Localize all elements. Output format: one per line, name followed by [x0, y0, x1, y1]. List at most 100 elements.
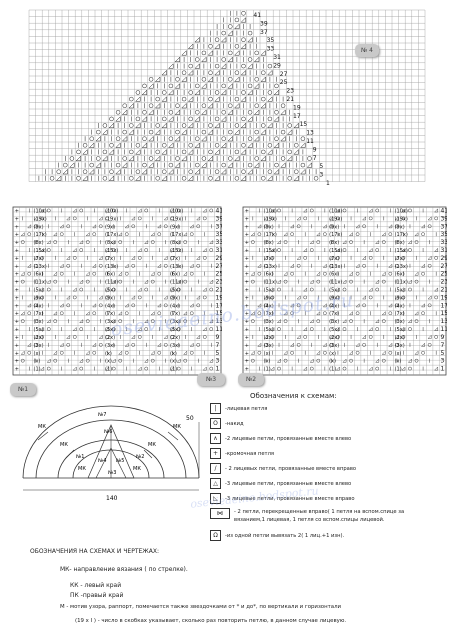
- yarn-over-mark: [131, 263, 136, 268]
- yarn-over-mark: [342, 208, 347, 213]
- repeat-label: (15x): [170, 248, 183, 254]
- repeat-label: (19x): [264, 216, 277, 222]
- decrease-mark: [329, 255, 334, 260]
- decrease-mark: [401, 208, 406, 213]
- decrease-mark: [154, 129, 161, 135]
- decrease-mark: [316, 350, 321, 355]
- mid-row-number: 39: [216, 215, 223, 222]
- k3tog-right-icon: ◺: [210, 493, 221, 504]
- decrease-mark: [233, 155, 240, 162]
- decrease-mark: [286, 155, 293, 162]
- repeat-label: (6x): [34, 272, 44, 278]
- edge-mark: +: [15, 311, 19, 317]
- decrease-mark: [296, 255, 301, 260]
- yarn-over-mark: [250, 240, 255, 244]
- decrease-mark: [79, 279, 84, 284]
- decrease-mark: [202, 326, 207, 331]
- decrease-mark: [209, 240, 214, 244]
- decrease-mark: [131, 255, 136, 260]
- decrease-mark: [183, 311, 188, 316]
- yarn-over-mark: [414, 358, 419, 363]
- repeat-label: (17x): [105, 232, 118, 238]
- yarn-over-mark: [102, 123, 108, 128]
- decrease-mark: [394, 334, 399, 339]
- yarn-over-mark: [118, 319, 123, 323]
- decrease-mark: [329, 295, 334, 300]
- decrease-mark: [434, 287, 438, 292]
- decrease-mark: [253, 135, 260, 142]
- decrease-mark: [253, 109, 260, 115]
- yarn-over-mark: [189, 271, 194, 276]
- repeat-label: (4x): [395, 303, 405, 309]
- decrease-mark: [27, 342, 32, 347]
- edge-mark: +: [15, 232, 19, 238]
- decrease-mark: [280, 135, 286, 142]
- yarn-over-mark: [183, 279, 188, 284]
- decrease-mark: [161, 69, 167, 76]
- badge-n1: №1: [10, 383, 36, 396]
- decrease-mark: [53, 232, 58, 236]
- repeat-label: (8x): [264, 240, 274, 246]
- repeat-label: (17x): [395, 232, 408, 238]
- decrease-mark: [82, 175, 88, 181]
- decrease-mark: [181, 129, 187, 135]
- yarn-over-mark: [157, 232, 162, 237]
- repeat-label: (3x): [329, 343, 339, 349]
- decrease-mark: [247, 168, 253, 175]
- yarn-over-mark: [395, 224, 399, 229]
- repeat-label: (10x): [105, 208, 118, 214]
- yarn-over-mark: [163, 224, 168, 229]
- repeat-label: (10x): [264, 208, 277, 214]
- decrease-mark: [20, 232, 25, 236]
- repeat-label: (x): [329, 351, 336, 357]
- decrease-mark: [121, 135, 128, 142]
- yarn-over-mark: [157, 311, 162, 316]
- diagram-label-n2: №2: [136, 454, 144, 460]
- yarn-over-mark: [221, 57, 226, 62]
- decrease-mark: [124, 303, 129, 308]
- decrease-mark: [124, 263, 129, 268]
- decrease-mark: [299, 142, 306, 148]
- decrease-mark: [420, 224, 425, 229]
- yarn-over-mark: [124, 350, 129, 355]
- decrease-mark: [194, 115, 200, 122]
- yarn-over-mark: [280, 129, 286, 135]
- yarn-over-mark: [274, 110, 279, 115]
- edge-mark: +: [245, 319, 249, 325]
- legend-row-knit: |-лицевая петля: [210, 403, 267, 414]
- yarn-over-mark: [375, 327, 380, 331]
- repeat-label: (4x): [329, 303, 339, 309]
- decrease-mark: [101, 129, 108, 135]
- repeat-label: (7x): [395, 311, 405, 317]
- repeat-label: (15x): [395, 248, 408, 254]
- yarn-over-mark: [336, 216, 340, 221]
- mid-row-number: 23: [216, 279, 223, 286]
- yarn-over-mark: [287, 149, 292, 155]
- yarn-over-mark: [46, 287, 51, 292]
- decrease-mark: [220, 115, 227, 122]
- repeat-label: (7x): [105, 311, 115, 317]
- repeat-label: (6x): [329, 272, 339, 278]
- yarn-over-mark: [162, 143, 167, 148]
- repeat-label: (x): [105, 351, 112, 357]
- decrease-mark: [128, 129, 134, 135]
- mid-row-number: 21: [440, 287, 447, 294]
- edge-mark: +: [245, 208, 249, 214]
- dimension-50: 50: [186, 415, 194, 422]
- decrease-mark: [163, 255, 168, 260]
- decrease-mark: [200, 135, 207, 142]
- yarn-over-mark: [53, 240, 58, 244]
- decrease-mark: [79, 240, 84, 244]
- decrease-mark: [214, 69, 220, 76]
- yarn-over-mark: [195, 57, 200, 62]
- yarn-over-mark: [20, 240, 25, 244]
- yarn-over-mark: [234, 96, 240, 102]
- yarn-over-mark: [349, 358, 353, 363]
- decrease-mark: [27, 263, 32, 268]
- edge-mark: +: [15, 248, 19, 254]
- yarn-over-mark: [115, 110, 121, 115]
- yarn-over-mark: [309, 287, 314, 292]
- yarn-over-mark: [202, 335, 207, 339]
- decrease-mark: [95, 162, 101, 168]
- repeat-label: (9x): [395, 295, 405, 301]
